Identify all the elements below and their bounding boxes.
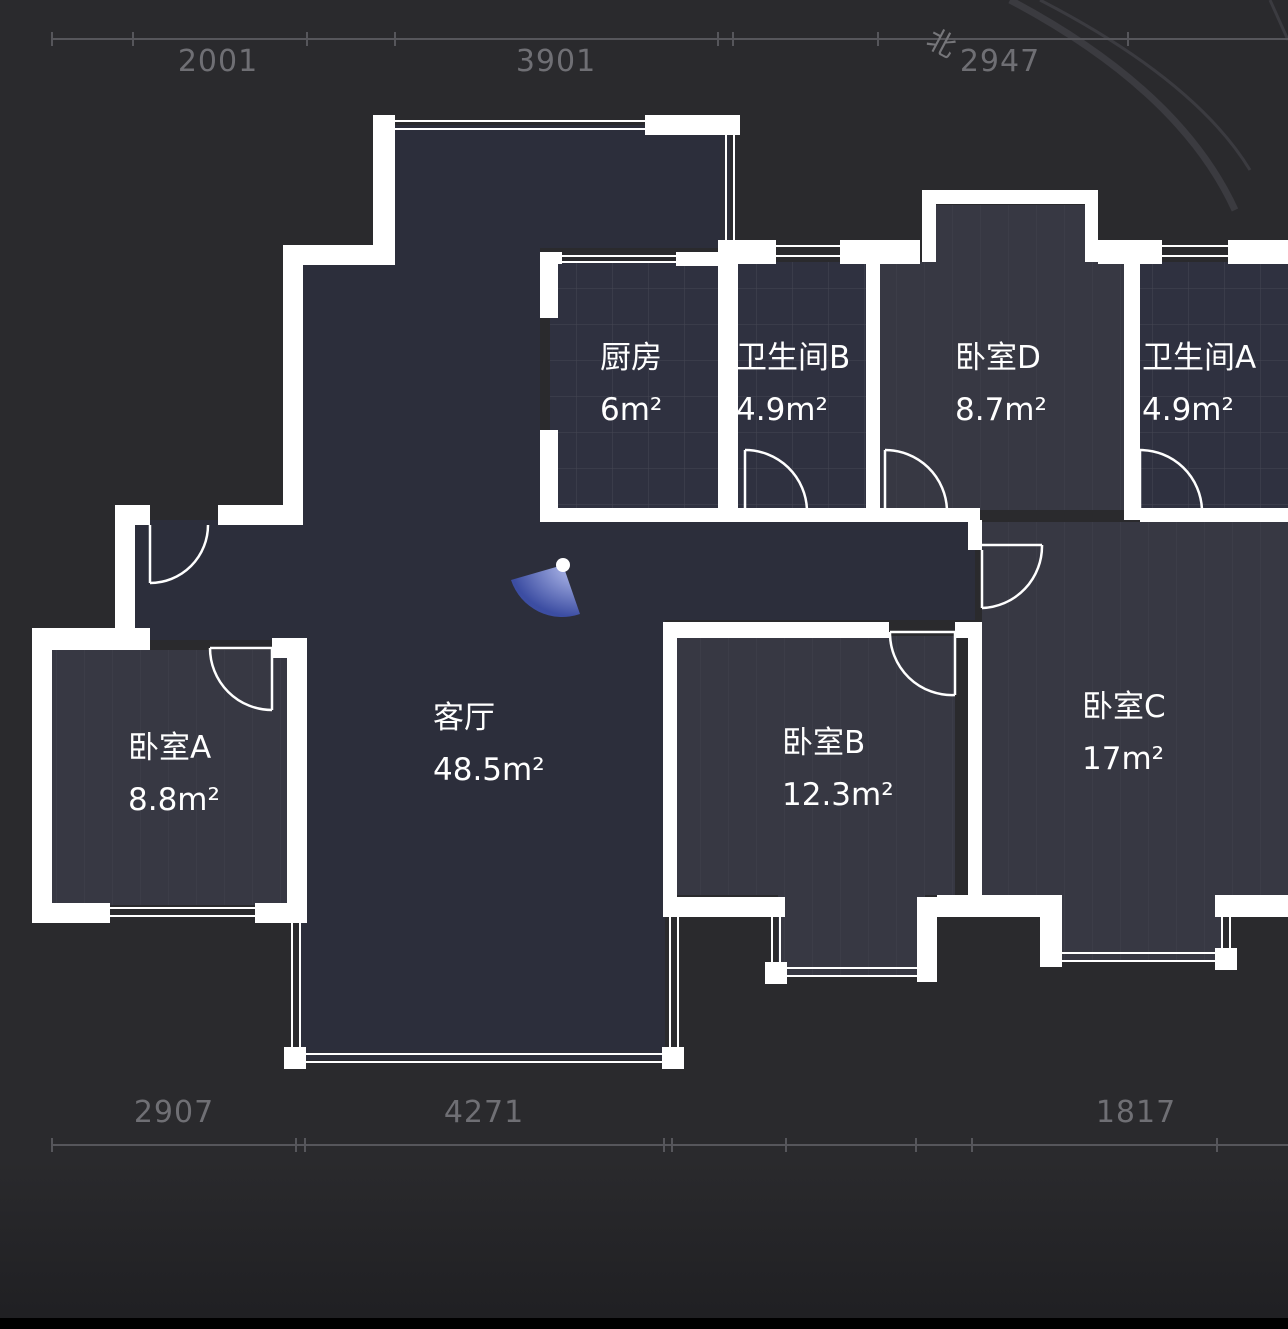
dimension-top-2: 3901 xyxy=(515,44,597,79)
room-area: 8.7m² xyxy=(955,392,1047,428)
room-label-bedroom-d[interactable]: 卧室D 8.7m² xyxy=(955,332,1047,436)
bathroom-a-tiles xyxy=(1140,262,1288,510)
compass-ring xyxy=(1008,0,1288,212)
dimension-bottom-2: 4271 xyxy=(443,1095,525,1130)
bedroom-b-planks xyxy=(675,636,955,975)
dimension-bottom-1: 2907 xyxy=(133,1095,215,1130)
room-area: 17m² xyxy=(1082,741,1165,777)
room-area: 48.5m² xyxy=(433,752,545,788)
room-area: 8.8m² xyxy=(128,782,220,818)
bottom-band xyxy=(0,1160,1288,1329)
room-label-kitchen[interactable]: 厨房 6m² xyxy=(600,332,662,436)
room-name: 卫生间B xyxy=(736,340,851,376)
bedroom-d-planks xyxy=(880,205,1128,510)
bottom-edge xyxy=(0,1318,1288,1329)
dimension-bottom-3: 1817 xyxy=(1095,1095,1177,1130)
bedroom-a-planks xyxy=(52,650,295,905)
room-area: 6m² xyxy=(600,392,663,428)
view-position-marker xyxy=(511,558,580,617)
room-name: 卫生间A xyxy=(1142,340,1257,376)
room-name: 客厅 xyxy=(433,700,495,736)
room-label-living-room[interactable]: 客厅 48.5m² xyxy=(433,692,545,796)
room-area: 12.3m² xyxy=(782,777,894,813)
room-label-bedroom-c[interactable]: 卧室C 17m² xyxy=(1082,681,1166,785)
room-name: 卧室C xyxy=(1082,689,1166,725)
room-label-bathroom-b[interactable]: 卫生间B 4.9m² xyxy=(736,332,850,436)
room-name: 厨房 xyxy=(600,340,662,376)
bedroom-c-planks xyxy=(982,522,1288,960)
room-name: 卧室A xyxy=(128,730,212,766)
dimension-line-bottom xyxy=(51,1138,1288,1152)
bathroom-b-tiles xyxy=(735,262,868,510)
dimension-top-3: 2947 xyxy=(959,44,1041,79)
room-label-bedroom-a[interactable]: 卧室A 8.8m² xyxy=(128,722,220,826)
room-label-bathroom-a[interactable]: 卫生间A 4.9m² xyxy=(1142,332,1256,436)
room-area: 4.9m² xyxy=(736,392,828,428)
room-name: 卧室D xyxy=(955,340,1041,376)
kitchen-tiles xyxy=(550,262,718,510)
dimension-line-top xyxy=(51,32,1288,46)
doors xyxy=(148,448,1204,712)
room-name: 卧室B xyxy=(782,725,866,761)
room-area: 4.9m² xyxy=(1142,392,1234,428)
dimension-top-1: 2001 xyxy=(177,44,259,79)
room-label-bedroom-b[interactable]: 卧室B 12.3m² xyxy=(782,717,894,821)
windows xyxy=(110,120,1231,1063)
